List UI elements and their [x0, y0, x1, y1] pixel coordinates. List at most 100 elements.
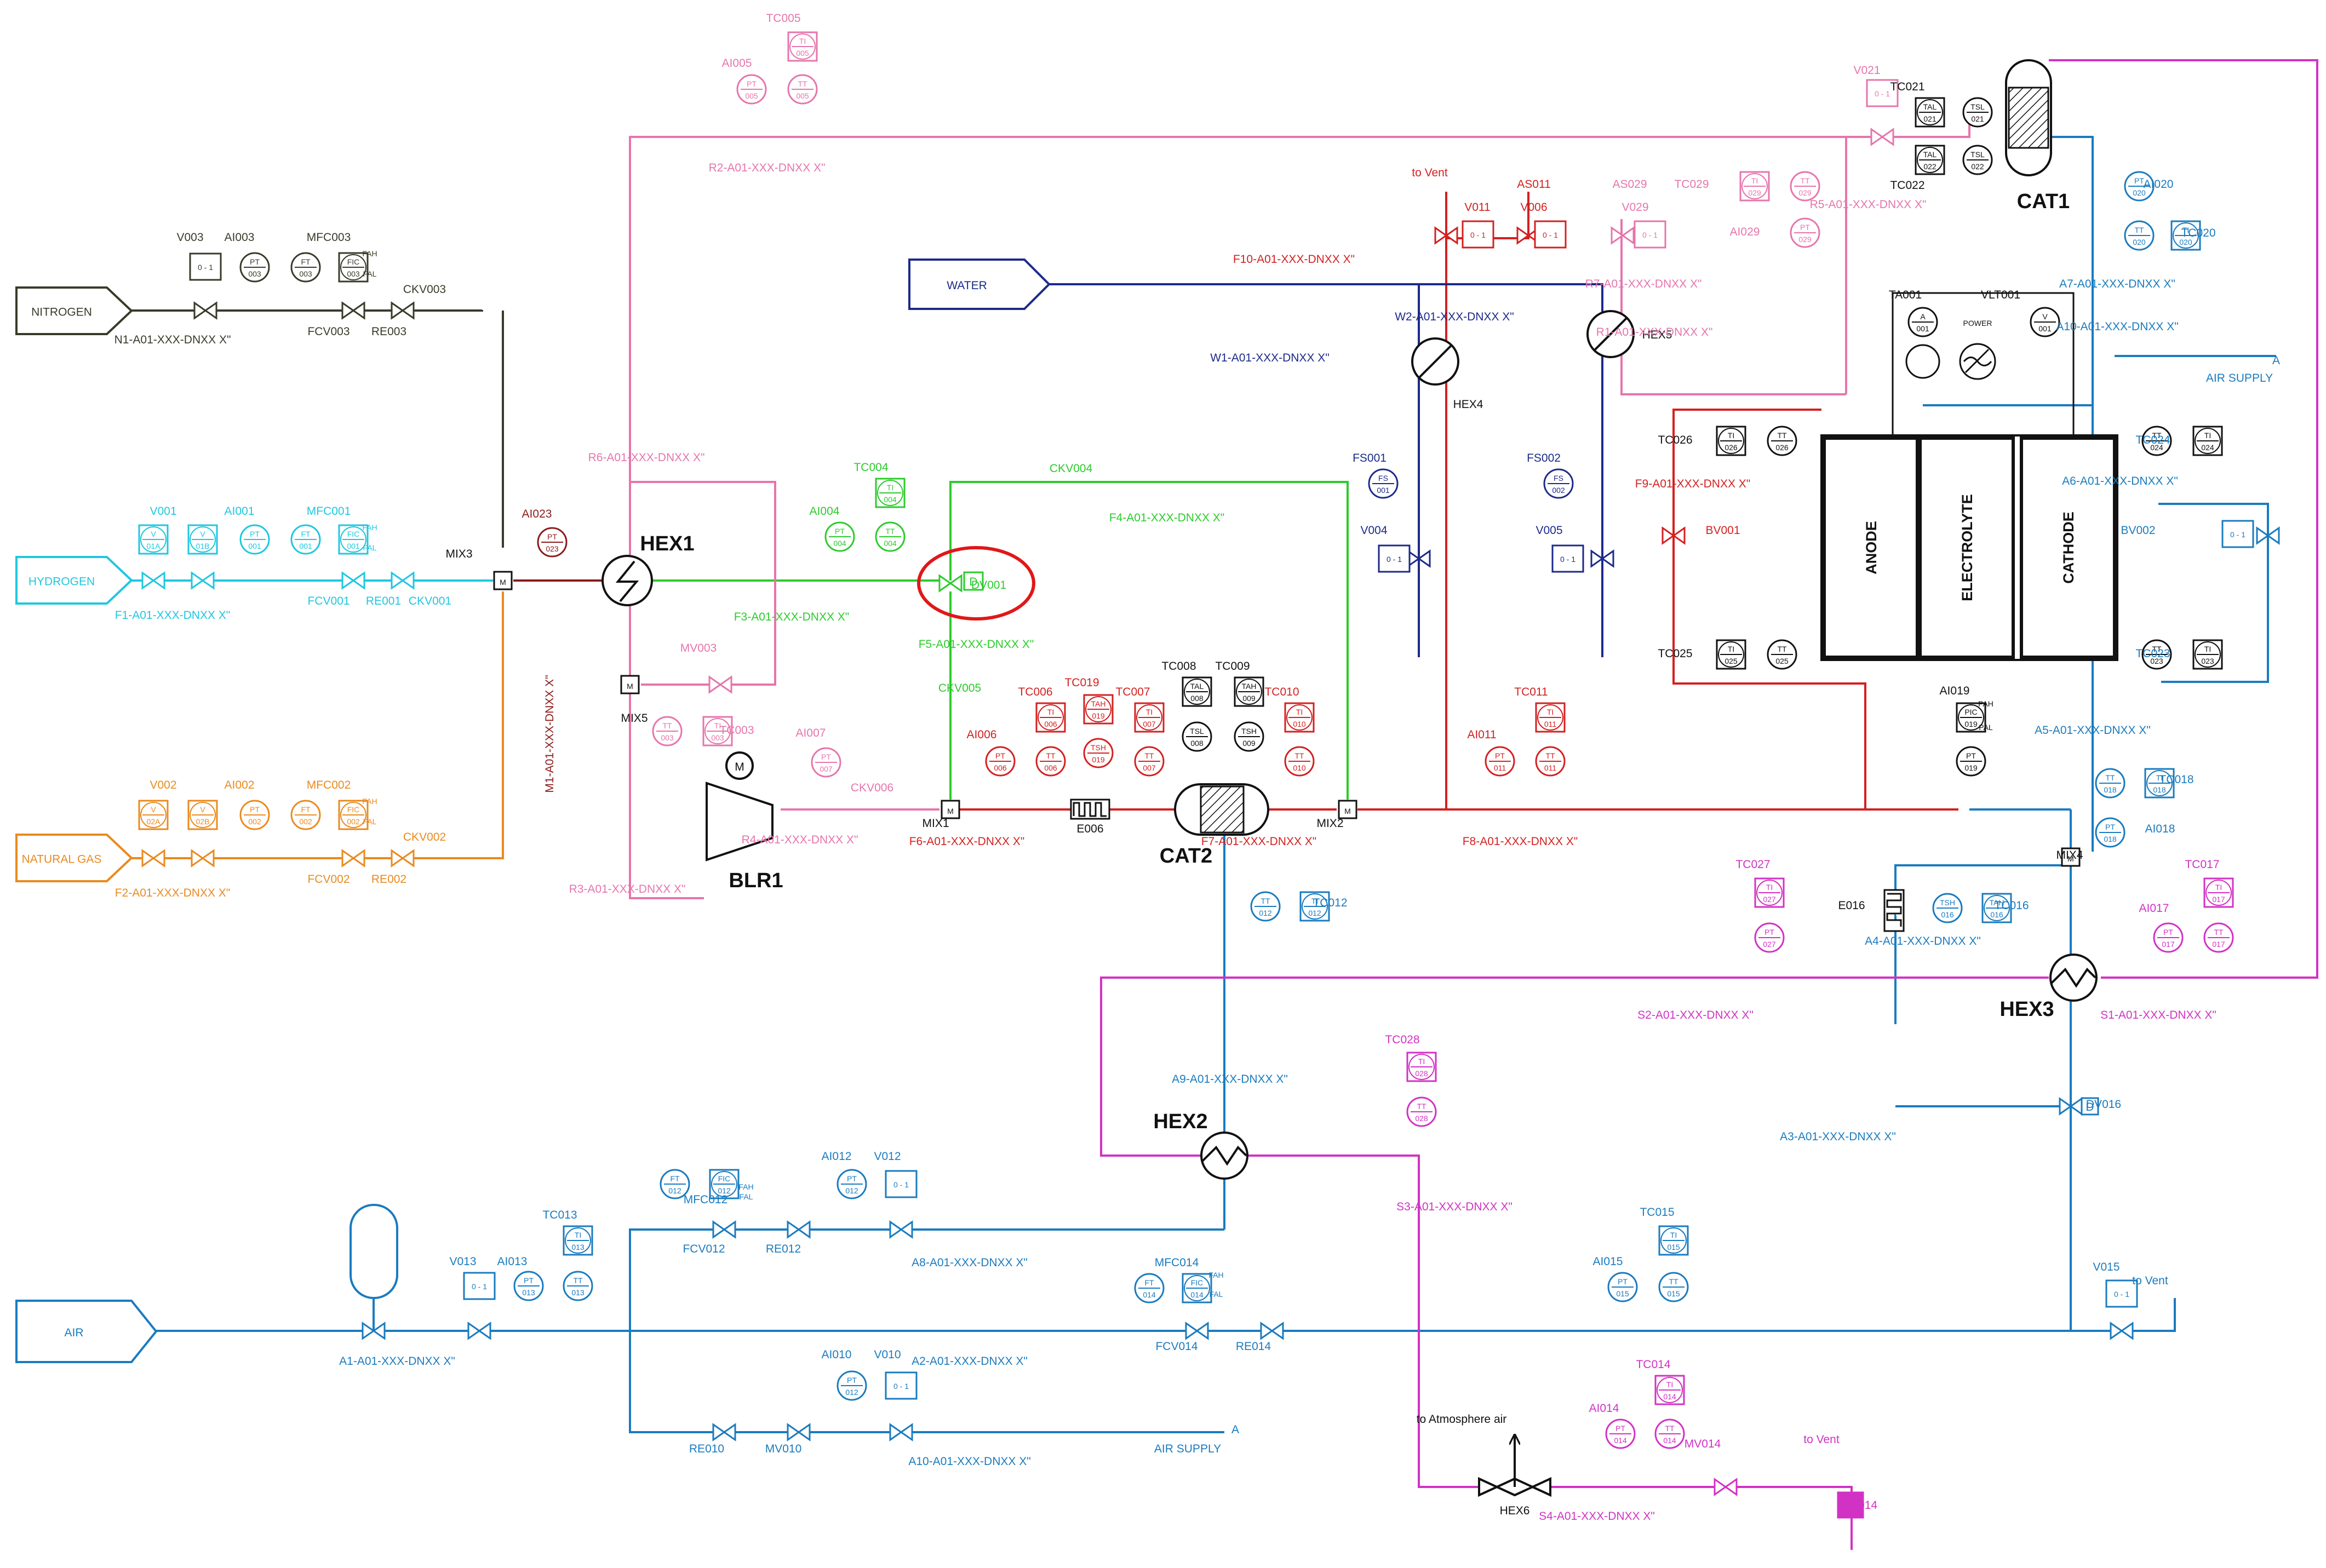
instrument-number: 007 — [1143, 763, 1156, 772]
instrument-01: 0 - 1 — [1462, 220, 1494, 249]
instrument-type: TI — [1728, 645, 1734, 653]
instrument-01: 0 - 1 — [1551, 544, 1584, 573]
instrument-type: V — [151, 805, 156, 814]
instrument-type: PT — [847, 1174, 857, 1183]
diagram-text: AI003 — [225, 231, 255, 244]
switch-box — [1378, 544, 1411, 573]
valve-symbol — [362, 1322, 386, 1340]
instrument-number: 003 — [299, 269, 312, 278]
line-f2 — [131, 591, 504, 859]
instrument-a001: A001 — [1907, 307, 1938, 337]
diagram-text: FS001 — [1353, 452, 1387, 464]
instrument-number: 024 — [2150, 443, 2163, 452]
diagram-text: TC012 — [1313, 897, 1347, 909]
instrument-type: TAH — [1242, 682, 1257, 691]
diagram-text: TC010 — [1264, 686, 1299, 698]
diagram-text: AI005 — [722, 57, 752, 70]
line-r6 — [630, 481, 776, 686]
instrument-number: 022 — [1923, 162, 1937, 171]
instrument-type: 0 - 1 — [472, 1282, 487, 1291]
line-a3 — [1894, 864, 2071, 1107]
diagram-text: AIR SUPPLY — [1154, 1443, 1221, 1455]
diagram-text: V006 — [1520, 201, 1547, 214]
instrument-box-circle — [789, 33, 816, 60]
diagram-text: MIX1 — [922, 817, 949, 830]
instrument-type: V — [200, 805, 205, 814]
diagram-text: A4-A01-XXX-DNXX X" — [1865, 935, 1981, 947]
instrument-type: TI — [1547, 708, 1554, 716]
valve-symbol — [2059, 1097, 2083, 1116]
instrument-box-circle — [340, 526, 366, 553]
instrument-type: TI — [2204, 431, 2211, 440]
instrument-type: TT — [1800, 176, 1810, 185]
instrument-type: FT — [301, 530, 311, 538]
instrument-number: 017 — [2162, 940, 2175, 949]
diagram-text: AI019 — [1940, 685, 1970, 697]
instrument-number: 001 — [1916, 324, 1929, 333]
instrument-number: 014 — [1663, 1392, 1676, 1401]
instrument-number: 005 — [745, 91, 758, 100]
mix2-symbol — [1338, 800, 1357, 819]
instrument-type: PT — [250, 805, 260, 814]
instrument-box-circle — [1302, 893, 1328, 920]
instrument-number: 020 — [2133, 188, 2146, 197]
dv016-letter: D — [2086, 1101, 2094, 1113]
diagram-text: R1-A01-XXX-DNXX X" — [1596, 326, 1713, 338]
diagram-text: FS002 — [1527, 452, 1561, 464]
instrument-number: 007 — [820, 765, 833, 773]
diagram-text: AI002 — [225, 779, 255, 791]
diagram-text: TC009 — [1215, 660, 1250, 673]
valve-symbol — [889, 1220, 913, 1239]
diagram-text: TC027 — [1735, 858, 1770, 871]
diagram-text: FAL — [363, 817, 377, 826]
hex4-label: HEX4 — [1453, 398, 1483, 411]
diagram-text: S4-A01-XXX-DNXX X" — [1539, 1510, 1655, 1523]
instrument-type: 0 - 1 — [1470, 231, 1486, 239]
instrument-number: 020 — [2179, 238, 2192, 246]
diagram-text: F3-A01-XXX-DNXX X" — [734, 611, 850, 623]
instrument-type: PT — [1966, 751, 1976, 760]
dv001-highlight — [917, 546, 1035, 621]
diagram-text: A7-A01-XXX-DNXX X" — [2059, 278, 2175, 290]
hydrogen-source: HYDROGEN — [15, 556, 133, 605]
instrument-type: 0 - 1 — [893, 1180, 909, 1189]
diagram-text: RE014 — [1236, 1340, 1271, 1353]
line-a6 — [2158, 503, 2269, 683]
instrument-type: FT — [301, 805, 311, 814]
instrument-type: TT — [1669, 1277, 1678, 1286]
valve-symbol — [391, 571, 415, 590]
instrument-number: 006 — [994, 763, 1007, 772]
diagram-text: V004 — [1360, 524, 1387, 537]
instrument-number: 003 — [711, 733, 724, 742]
switch-box — [189, 252, 222, 281]
diagram-text: CV014 — [1842, 1499, 1878, 1512]
instrument-box-circle — [1085, 696, 1112, 722]
instrument-type: TT — [2152, 645, 2162, 653]
instrument-number: 004 — [833, 539, 846, 548]
instrument-type: FIC — [347, 805, 360, 814]
instrument-type: TT — [798, 79, 807, 88]
diagram-text: E016 — [1838, 899, 1865, 912]
diagram-text: S2-A01-XXX-DNXX X" — [1637, 1009, 1754, 1021]
instrument-box-circle — [704, 718, 731, 744]
instrument-type: PT — [2163, 928, 2173, 937]
instrument-box-circle — [1236, 679, 1262, 705]
diagram-text: TC007 — [1115, 686, 1150, 698]
